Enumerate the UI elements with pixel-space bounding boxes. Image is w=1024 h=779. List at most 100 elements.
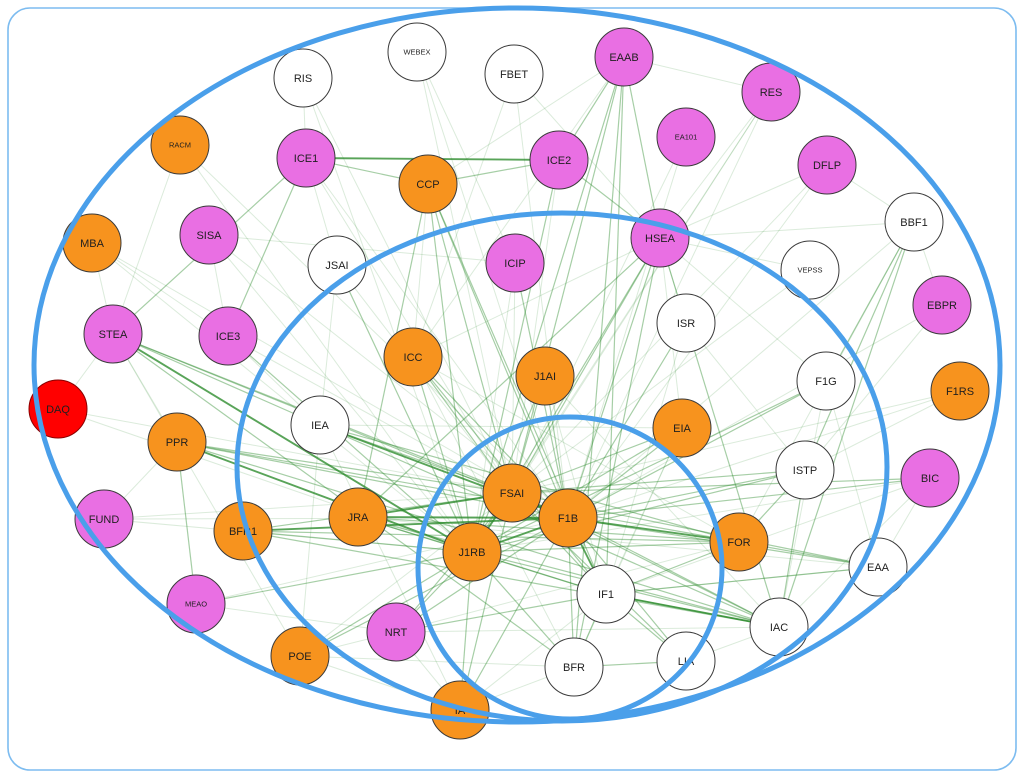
node-circle xyxy=(398,154,458,214)
edge-mba-j1rb xyxy=(91,242,473,553)
node-label: FOR xyxy=(727,537,750,549)
node-j1ai: J1AI xyxy=(515,346,575,406)
node-label: ICE3 xyxy=(216,331,240,343)
node-circle xyxy=(147,412,207,472)
edge-webex-icip xyxy=(416,51,516,264)
edge-jra-iac xyxy=(357,516,780,628)
node-circle xyxy=(383,327,443,387)
node-jra: JRA xyxy=(328,487,388,547)
edge-fbet-f1b xyxy=(513,73,569,519)
node-webex: WEBEX xyxy=(387,22,447,82)
node-label: IF1 xyxy=(598,589,614,601)
node-circle xyxy=(328,487,388,547)
node-circle xyxy=(515,346,575,406)
edge-hsea-f1g xyxy=(659,237,827,382)
node-label: STEA xyxy=(99,329,128,341)
edge-icc-j1rb xyxy=(412,356,473,553)
node-mba: MBA xyxy=(62,213,122,273)
node-circle xyxy=(28,379,88,439)
node-isr: ISR xyxy=(656,293,716,353)
edge-f1rs-fsai xyxy=(511,390,961,494)
node-circle xyxy=(900,448,960,508)
node-circle xyxy=(273,48,333,108)
edge-racm-f1b xyxy=(179,144,569,519)
node-circle xyxy=(276,128,336,188)
node-label: JRA xyxy=(348,512,369,524)
edge-ris-fsai xyxy=(302,77,513,494)
node-fsai: FSAI xyxy=(482,463,542,523)
node-label: FSAI xyxy=(500,488,524,500)
edge-poe-j1rb xyxy=(299,551,473,657)
edge-meao-nrt xyxy=(195,603,397,633)
edge-webex-f1b xyxy=(416,51,569,519)
node-iac: IAC xyxy=(749,597,809,657)
node-ice1: ICE1 xyxy=(276,128,336,188)
edge-f1g-eaa xyxy=(825,380,879,568)
node-label: IA xyxy=(455,705,466,717)
edge-bic-f1b xyxy=(567,477,931,519)
node-label: IEA xyxy=(311,420,329,432)
edge-iea-fsai xyxy=(319,424,513,494)
node-icc: ICC xyxy=(383,327,443,387)
edge-meao-f1b xyxy=(195,517,569,605)
edge-ice1-f1b xyxy=(305,157,569,519)
node-circle xyxy=(656,293,716,353)
node-label: CCP xyxy=(416,179,439,191)
node-vepss: VEPSS xyxy=(780,240,840,300)
node-f1g: F1G xyxy=(796,351,856,411)
node-circle xyxy=(656,107,716,167)
edge-hsea-jra xyxy=(357,237,661,518)
node-label: HSEA xyxy=(645,233,676,245)
edge-mba-f1b xyxy=(91,242,569,519)
node-label: EA101 xyxy=(675,133,698,142)
edge-bic-fsai xyxy=(511,477,931,494)
node-circle xyxy=(150,115,210,175)
edge-dflp-hsea xyxy=(659,164,828,239)
edge-ia-fsai xyxy=(459,492,513,711)
node-circle xyxy=(290,395,350,455)
edge-ebpr-istp xyxy=(804,304,943,471)
edge-ebpr-f1b xyxy=(567,304,943,519)
node-label: BIC xyxy=(921,473,939,485)
node-f1b: F1B xyxy=(538,488,598,548)
edge-eaab-icc xyxy=(412,56,625,358)
edge-daq-fsai xyxy=(57,408,513,494)
edge-hsea-icc xyxy=(412,237,661,358)
node-label: BBF1 xyxy=(900,217,928,229)
node-res: RES xyxy=(741,62,801,122)
node-icip: ICIP xyxy=(485,233,545,293)
node-circle xyxy=(780,240,840,300)
edge-f1rs-f1b xyxy=(567,390,961,519)
ring-layer xyxy=(31,5,1003,725)
node-fbet: FBET xyxy=(484,44,544,104)
node-circle xyxy=(576,564,636,624)
node-circle xyxy=(387,22,447,82)
edge-ccp-fsai xyxy=(427,183,513,494)
node-if1: IF1 xyxy=(576,564,636,624)
node-label: EBPR xyxy=(927,300,957,312)
edge-ice3-fsai xyxy=(227,335,513,494)
edge-fund-j1rb xyxy=(103,518,473,553)
edge-hsea-fsai xyxy=(511,237,661,494)
node-eaab: EAAB xyxy=(594,27,654,87)
edge-ia-f1b xyxy=(459,517,569,711)
edge-iac-f1b xyxy=(567,517,780,628)
node-label: NRT xyxy=(385,627,408,639)
node-nrt: NRT xyxy=(366,602,426,662)
node-daq: DAQ xyxy=(28,379,88,439)
node-circle xyxy=(485,233,545,293)
edge-ice3-j1rb xyxy=(227,335,473,553)
node-meao: MEAO xyxy=(166,574,226,634)
edge-fund-fsai xyxy=(103,492,513,520)
node-label: F1RS xyxy=(946,386,974,398)
node-label: EIA xyxy=(673,423,691,435)
edge-eaa-if1 xyxy=(605,566,879,595)
edge-ea101-f1b xyxy=(567,136,687,519)
node-lia: LIA xyxy=(656,631,716,691)
node-label: MBA xyxy=(80,238,105,250)
node-racm: RACM xyxy=(150,115,210,175)
node-circle xyxy=(529,130,589,190)
node-poe: POE xyxy=(270,626,330,686)
node-circle xyxy=(594,27,654,87)
